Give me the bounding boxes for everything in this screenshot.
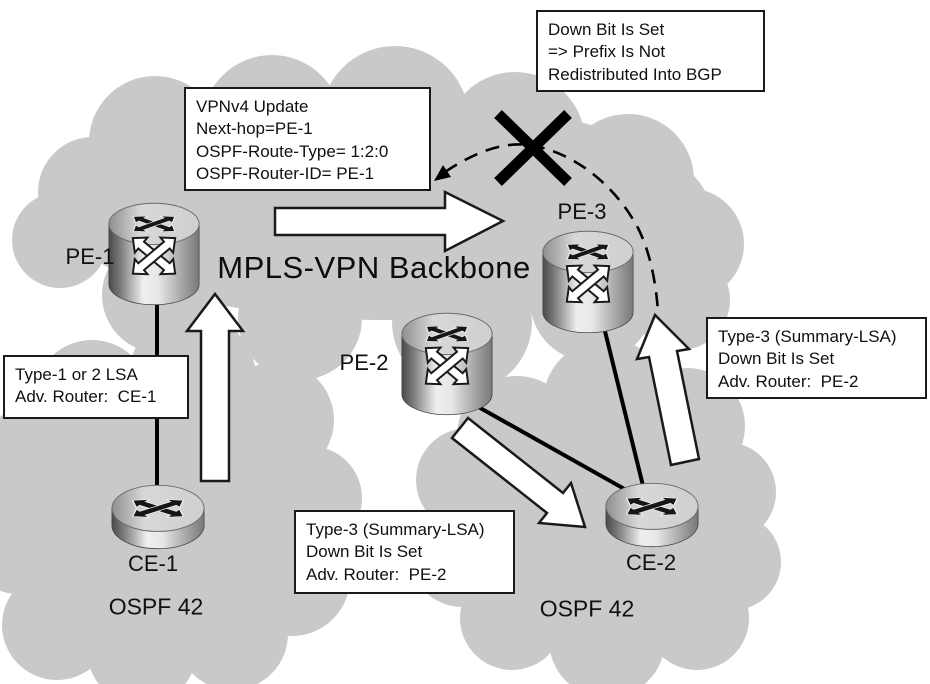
- callout-line: => Prefix Is Not: [548, 42, 666, 62]
- router-ce1: [111, 484, 205, 550]
- link-pe3-ce2: [599, 314, 648, 499]
- callout-line: OSPF-Route-Type= 1:2:0: [196, 141, 389, 161]
- callout-line: Adv. Router: PE-2: [718, 371, 859, 391]
- callout-vpnv4-update: VPNv4 Update Next-hop=PE-1 OSPF-Route-Ty…: [184, 87, 431, 191]
- link-pe2-ce2: [465, 398, 645, 502]
- callout-line: Redistributed Into BGP: [548, 64, 722, 84]
- callout-line: Down Bit Is Set: [718, 349, 835, 369]
- callout-line: Adv. Router: CE-1: [15, 387, 157, 407]
- callout-line: Down Bit Is Set: [548, 20, 665, 39]
- callout-line: Down Bit Is Set: [306, 542, 423, 562]
- callout-line: VPNv4 Update: [196, 97, 309, 116]
- callout-line: Next-hop=PE-1: [196, 119, 313, 139]
- area-label-ospf-left: OSPF 42: [108, 593, 204, 620]
- label-pe2: PE-2: [339, 350, 389, 375]
- arrow-pe2-to-ce2-icon: [450, 416, 587, 529]
- arrow-ce2-to-pe3-icon: [634, 312, 701, 467]
- label-pe3: PE-3: [557, 199, 607, 224]
- label-pe1: PE-1: [65, 244, 115, 269]
- arrow-vpnv4-to-pe3-icon: [273, 189, 506, 254]
- router-ce2: [605, 482, 699, 548]
- callout-line: Type-1 or 2 LSA: [15, 365, 138, 384]
- router-pe2: [401, 312, 493, 416]
- router-pe3: [542, 230, 634, 334]
- ospf-left-cloud: [0, 314, 362, 684]
- backbone-title: MPLS-VPN Backbone: [217, 250, 531, 285]
- router-pe1: [108, 202, 200, 306]
- callout-type1-lsa: Type-1 or 2 LSA Adv. Router: CE-1: [3, 355, 189, 419]
- callout-type3-lsa-bottom: Type-3 (Summary-LSA) Down Bit Is Set Adv…: [294, 510, 515, 594]
- area-label-ospf-right: OSPF 42: [539, 595, 635, 622]
- dashed-path-arrowhead-icon: [434, 165, 451, 181]
- blocked-x-icon: [494, 110, 572, 186]
- callout-down-bit: Down Bit Is Set => Prefix Is Not Redistr…: [536, 10, 765, 92]
- callout-line: Type-3 (Summary-LSA): [306, 520, 485, 539]
- callout-type3-lsa-right: Type-3 (Summary-LSA) Down Bit Is Set Adv…: [706, 317, 927, 399]
- callout-line: Adv. Router: PE-2: [306, 564, 447, 584]
- callout-line: OSPF-Router-ID= PE-1: [196, 164, 375, 184]
- label-ce2: CE-2: [625, 550, 677, 575]
- label-ce1: CE-1: [127, 551, 179, 576]
- arrow-ce1-to-pe1-icon: [184, 291, 246, 483]
- callout-line: Type-3 (Summary-LSA): [718, 327, 897, 346]
- dashed-blocked-path: [444, 143, 660, 313]
